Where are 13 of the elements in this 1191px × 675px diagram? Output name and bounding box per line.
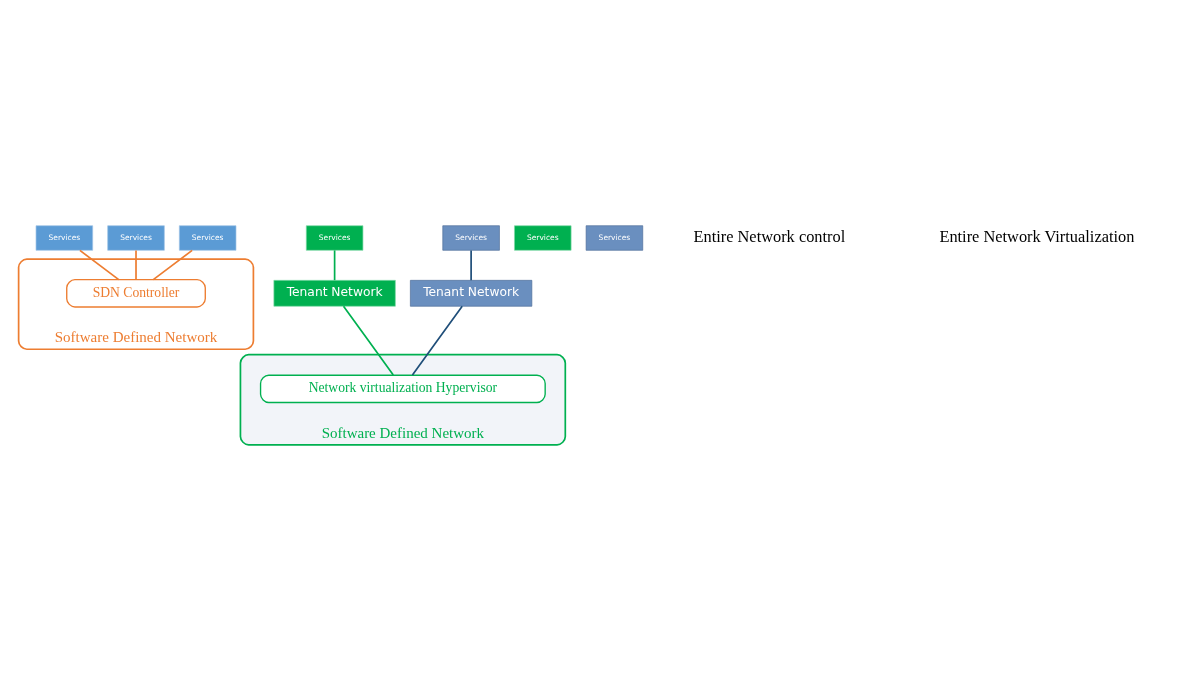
node-box: Tenant Network (410, 279, 533, 307)
node-box: Network virtualization Hypervisor (259, 374, 546, 403)
node-box: SDN Controller (66, 278, 206, 308)
label: Entire Network Virtualization (939, 226, 1135, 246)
connector (470, 249, 472, 281)
connector (79, 249, 120, 280)
connector (152, 249, 193, 280)
label: Entire Network control (693, 226, 846, 246)
connector (411, 304, 464, 376)
connector (342, 304, 395, 376)
connector (135, 249, 137, 280)
connector (333, 249, 336, 281)
node-box: Tenant Network (273, 279, 396, 307)
